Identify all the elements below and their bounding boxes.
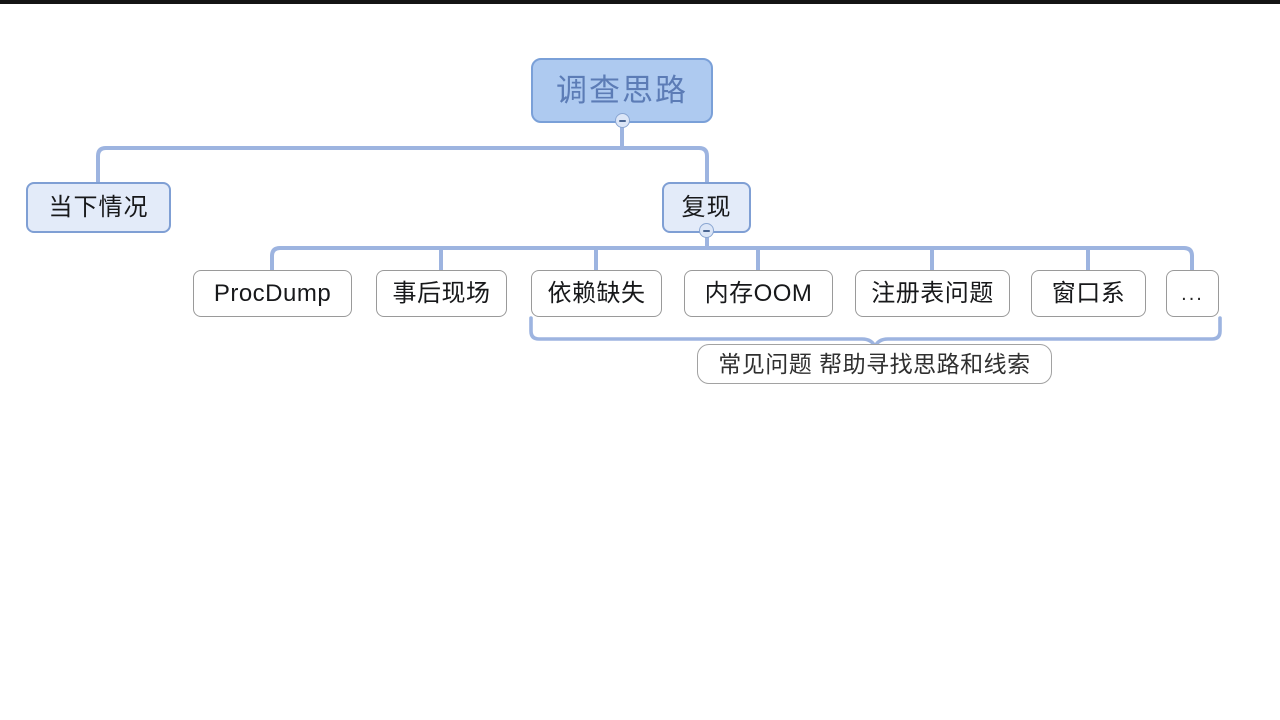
connector-note-brace: [529, 316, 1222, 349]
node-memory-oom[interactable]: 内存OOM: [684, 270, 833, 317]
node-missing-dependency-label: 依赖缺失: [547, 279, 646, 307]
collapse-toggle-root[interactable]: [615, 113, 630, 128]
node-procdump-label: ProcDump: [213, 279, 332, 307]
node-registry-issue-label: 注册表问题: [871, 279, 994, 307]
node-missing-dependency[interactable]: 依赖缺失: [531, 270, 662, 317]
node-common-issues-note[interactable]: 常见问题 帮助寻找思路和线索: [697, 344, 1052, 384]
node-reproduce[interactable]: 复现: [662, 182, 751, 233]
node-registry-issue[interactable]: 注册表问题: [855, 270, 1010, 317]
node-window-system[interactable]: 窗口系: [1031, 270, 1146, 317]
node-current-situation-label: 当下情况: [48, 193, 149, 221]
window-top-bar: [0, 0, 1280, 4]
node-more-ellipsis-label: ...: [1181, 282, 1204, 305]
node-window-system-label: 窗口系: [1051, 279, 1126, 307]
node-reproduce-label: 复现: [681, 193, 732, 221]
node-post-mortem-scene[interactable]: 事后现场: [376, 270, 507, 317]
node-post-mortem-scene-label: 事后现场: [392, 279, 491, 307]
node-procdump[interactable]: ProcDump: [193, 270, 352, 317]
node-common-issues-note-label: 常见问题 帮助寻找思路和线索: [718, 350, 1031, 377]
node-root-label: 调查思路: [556, 73, 688, 108]
node-memory-oom-label: 内存OOM: [704, 279, 813, 307]
connector-level1-bus: [96, 146, 709, 184]
node-current-situation[interactable]: 当下情况: [26, 182, 171, 233]
node-more-ellipsis[interactable]: ...: [1166, 270, 1219, 317]
collapse-toggle-reproduce[interactable]: [699, 223, 714, 238]
connector-leaf-bus: [270, 246, 1194, 272]
